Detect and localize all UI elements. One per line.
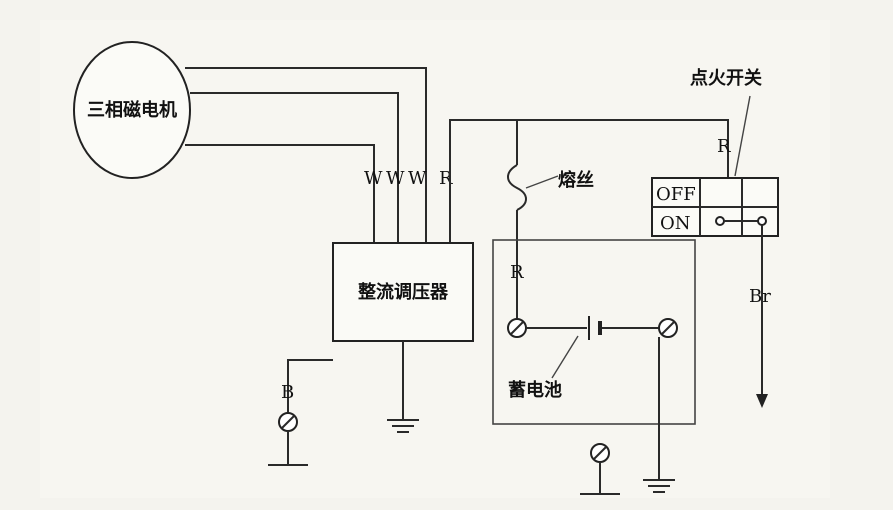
battery-enclosure <box>492 239 696 425</box>
b-wire-label: B <box>281 382 294 403</box>
frame-ground <box>580 443 620 495</box>
fuse-label: 熔丝 <box>558 169 594 191</box>
ignition-switch: 点火开关 R OFF ON <box>651 67 779 237</box>
battery-ground <box>643 337 675 493</box>
wire-label-w3: W <box>408 168 427 189</box>
switch-contact-2 <box>757 216 767 226</box>
regulator-label: 整流调压器 <box>357 281 449 303</box>
battery-leader-line <box>551 335 579 379</box>
w-wires <box>185 67 427 243</box>
battery: 蓄电池 <box>507 316 678 401</box>
frame-ground-slash <box>593 446 607 460</box>
ignition-switch-label: 点火开关 <box>690 67 762 89</box>
fuse-leader-line <box>525 175 559 189</box>
battery-terminal-negative-slash <box>661 321 675 335</box>
battery-wire-label: R <box>510 262 524 283</box>
b-wire <box>287 359 333 413</box>
wire-label-w2: W <box>386 168 405 189</box>
wire-label-w1: W <box>364 168 383 189</box>
magneto-circle <box>73 41 191 179</box>
rectifier-regulator: 整流调压器 <box>332 242 474 342</box>
switch-contact-1 <box>715 216 725 226</box>
three-phase-magneto: 三相磁电机 <box>73 41 191 179</box>
ignition-switch-wire-label: R <box>717 136 731 157</box>
b-ground-wire: B <box>268 359 333 466</box>
battery-label: 蓄电池 <box>508 379 562 401</box>
w-wire-1 <box>185 144 375 243</box>
battery-terminal-positive-slash <box>510 321 524 335</box>
regulator-box <box>332 242 474 342</box>
br-output-wire: Br <box>749 225 771 408</box>
r-wire-main <box>449 119 729 243</box>
w-wire-2 <box>190 92 399 243</box>
w-wire-3 <box>185 67 427 243</box>
fuse-symbol <box>507 164 527 211</box>
b-terminal-slash <box>281 415 295 429</box>
ignition-switch-leader <box>734 95 751 177</box>
br-wire-label: Br <box>749 286 771 307</box>
switch-on-label: ON <box>660 213 691 234</box>
regulator-ground <box>387 341 419 433</box>
magneto-label: 三相磁电机 <box>87 99 177 121</box>
switch-off-label: OFF <box>656 184 696 205</box>
br-arrow-icon <box>756 394 768 408</box>
